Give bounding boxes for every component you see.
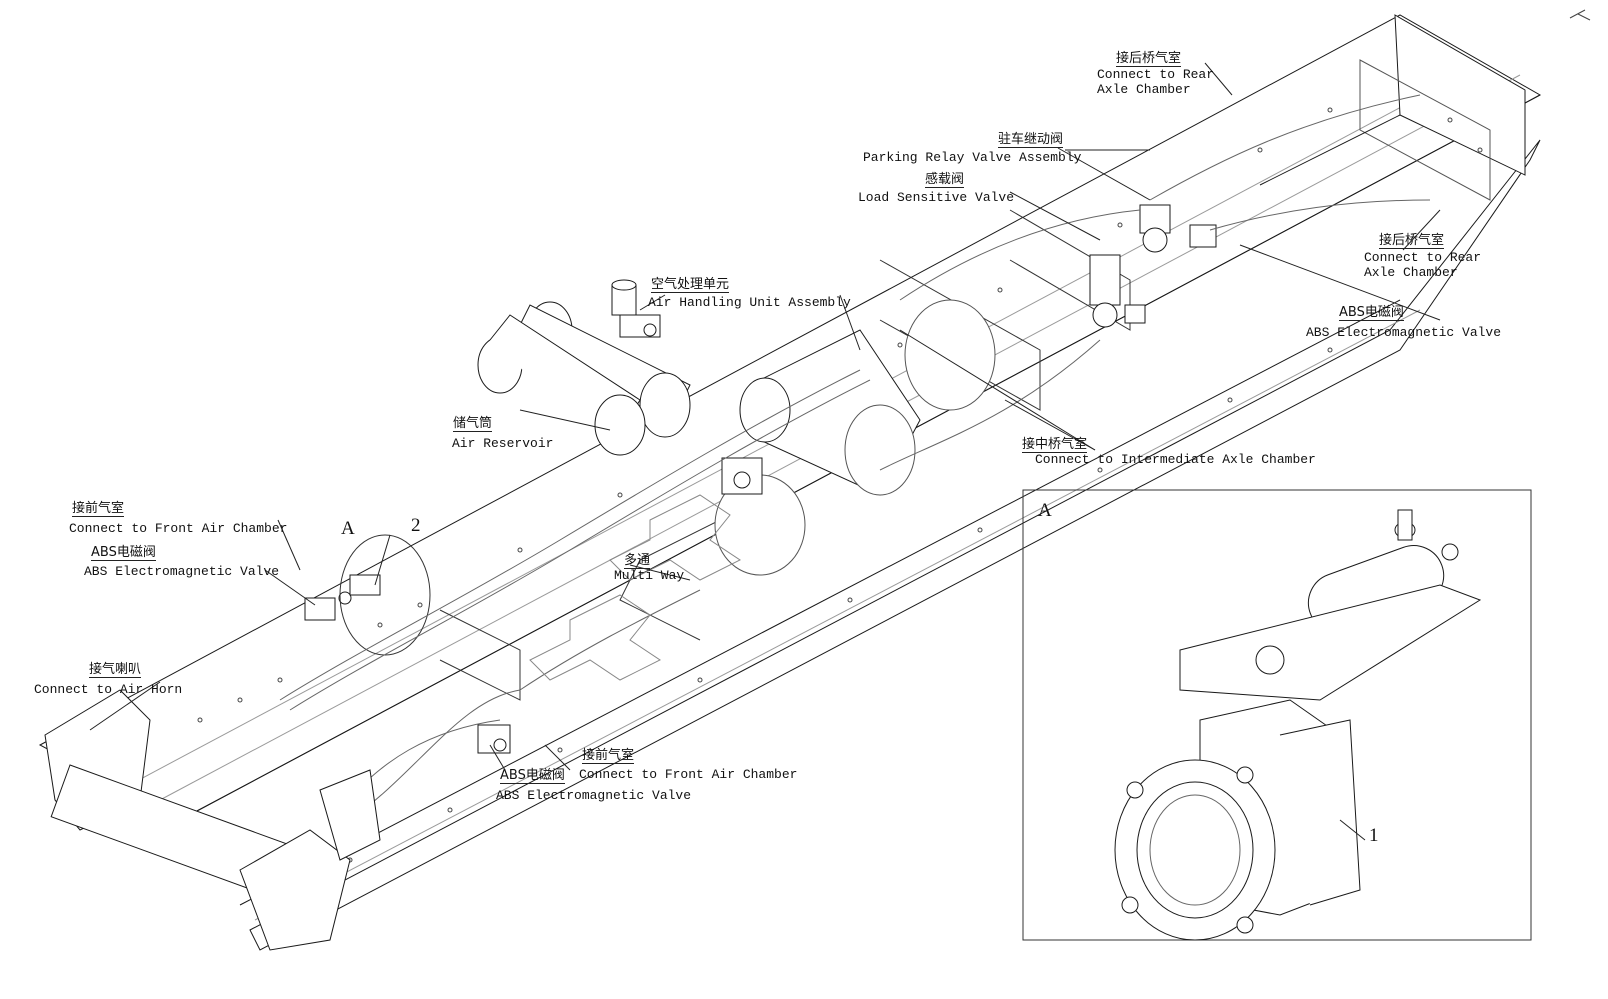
abs-bottom-label-en: ABS Electromagnetic Valve	[496, 788, 692, 803]
front-chamber-bottom-label-cn: 接前气室	[582, 748, 635, 764]
air-handling-unit	[612, 280, 660, 337]
corner-mark	[1570, 10, 1590, 20]
abs-right-label-cn: ABS电磁阀	[1339, 305, 1404, 321]
frame-rail-right	[240, 140, 1540, 950]
intermediate-label-cn: 接中桥气室	[1022, 437, 1088, 453]
air-reservoir-label-en: Air Reservoir	[452, 436, 554, 451]
air-handling-label-en: Air Handling Unit Assembly	[648, 295, 851, 310]
air-lines	[280, 95, 1430, 820]
detail-view-frame	[1023, 490, 1531, 940]
rear-chamber-top-label-en2: Axle Chamber	[1097, 82, 1191, 97]
detail-item-1-label: 1	[1369, 825, 1379, 846]
rear-chamber-right-label-en2: Axle Chamber	[1364, 265, 1458, 280]
frame-end-box	[1260, 15, 1525, 200]
intermediate-label-en: Connect to Intermediate Axle Chamber	[1035, 452, 1316, 467]
air-reservoir-label-cn: 储气筒	[453, 416, 493, 432]
leader-lines	[90, 63, 1440, 770]
detail-ref-part	[350, 575, 380, 595]
multi-way-label-cn: 多通	[624, 553, 651, 569]
rear-chamber-right-label-en1: Connect to Rear	[1364, 250, 1482, 265]
abs-bottom-label-cn: ABS电磁阀	[500, 768, 565, 784]
abs-valve-bottom	[478, 725, 510, 753]
rear-chamber-top-label-cn: 接后桥气室	[1116, 51, 1182, 67]
front-chamber-bottom-label-en: Connect to Front Air Chamber	[579, 767, 798, 782]
rear-chamber-top-label-en1: Connect to Rear	[1097, 67, 1215, 82]
multi-way-label-en: Multi Way	[614, 568, 685, 583]
item-1-leader	[1340, 820, 1365, 840]
detail-view-label-a: A	[1038, 500, 1052, 521]
parking-relay-valve	[1140, 205, 1216, 252]
abs-valve-center	[722, 458, 762, 494]
item-2-marker: 2	[411, 515, 421, 536]
parking-relay-label-cn: 驻车继动阀	[998, 132, 1064, 148]
load-sensitive-label-en: Load Sensitive Valve	[858, 190, 1015, 205]
load-sensitive-valve	[1090, 255, 1145, 327]
front-axle-brackets	[45, 690, 380, 950]
air-handling-label-cn: 空气处理单元	[651, 277, 730, 293]
abs-left-label-en: ABS Electromagnetic Valve	[84, 564, 280, 579]
load-sensitive-label-cn: 感载阀	[925, 172, 965, 188]
detail-view-cylinder	[1180, 510, 1480, 700]
front-chamber-left-label-cn: 接前气室	[72, 501, 125, 517]
parking-relay-label-en: Parking Relay Valve Assembly	[863, 150, 1082, 165]
air-horn-label-en: Connect to Air Horn	[34, 682, 183, 697]
air-horn-label-cn: 接气喇叭	[89, 662, 142, 678]
abs-left-label-cn: ABS电磁阀	[91, 545, 156, 561]
front-chamber-left-label-en: Connect to Front Air Chamber	[69, 521, 288, 536]
detail-ref-marker-a: A	[341, 518, 355, 539]
detail-view-brake-chamber	[1115, 700, 1360, 940]
abs-right-label-en: ABS Electromagnetic Valve	[1306, 325, 1502, 340]
air-reservoir-tanks	[478, 300, 995, 575]
rear-chamber-right-label-cn: 接后桥气室	[1379, 233, 1445, 249]
centerline-cross	[530, 495, 740, 680]
